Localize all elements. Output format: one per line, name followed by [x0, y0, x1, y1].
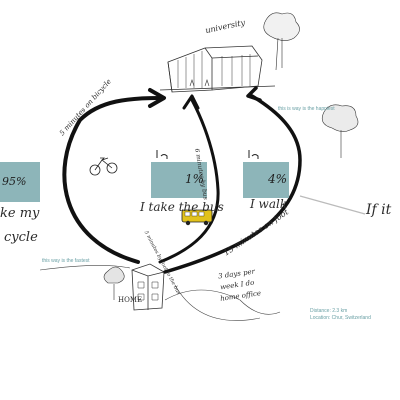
note-distance: Distance: 2.3 km — [310, 308, 348, 314]
bus-percent-box — [151, 162, 207, 198]
bus-sketch — [181, 209, 213, 226]
ground-line-left — [39, 265, 131, 271]
walk-percent-box — [243, 162, 289, 198]
note-location: Location: Chur, Switzerland — [310, 315, 371, 321]
route-bus-arrow — [158, 98, 220, 264]
route-walk-arrow — [163, 94, 302, 274]
bus-percent: 1% — [185, 172, 205, 186]
side-text: If it — [366, 202, 392, 218]
bicycle-percent: 95% — [2, 175, 27, 188]
hill-curve — [174, 284, 261, 321]
scribble-walk-in — [248, 150, 259, 159]
scribble-bus-in — [156, 150, 168, 159]
walk-percent: 4% — [268, 172, 288, 186]
route-bicycle-arrow — [62, 96, 162, 264]
tree-right — [321, 104, 359, 158]
bicycle-sketch — [89, 157, 118, 176]
bicycle-caption-line1: ke my — [0, 206, 40, 221]
route-bicycle-arrowhead — [148, 88, 166, 108]
university-building — [159, 45, 276, 93]
note-fastest: this way is the fastest — [42, 258, 90, 264]
route-walk-arrowhead — [246, 86, 262, 102]
tree-home — [103, 266, 125, 300]
walk-caption: I walk — [250, 197, 288, 211]
side-connector-line — [299, 195, 366, 215]
route-bus-arrowhead — [182, 94, 200, 110]
note-happiest: this is way is the happiest — [278, 106, 335, 112]
tree-university — [263, 12, 300, 71]
home-label: HOME — [118, 296, 143, 304]
home-building — [131, 263, 165, 311]
ground-line-right — [164, 289, 281, 315]
bicycle-caption-line2: cycle — [4, 230, 38, 245]
bicycle-percent-box — [0, 162, 40, 202]
bus-caption: I take the bus — [140, 200, 224, 214]
